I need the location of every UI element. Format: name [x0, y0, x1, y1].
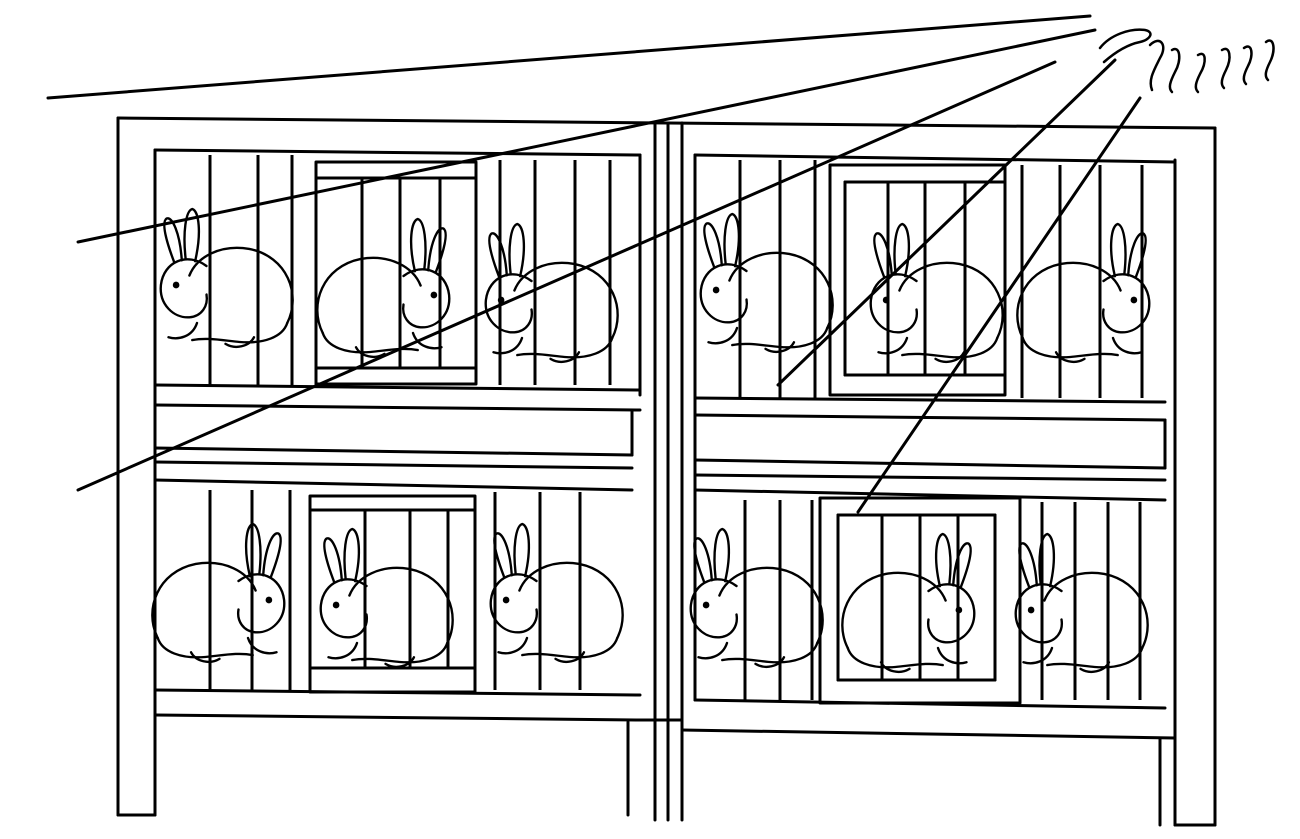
rabbit-8 [321, 529, 453, 667]
nozzle-curl [1098, 28, 1152, 64]
rabbit-6 [1016, 222, 1151, 364]
hutch-unit-right [666, 121, 1217, 827]
door-top-left [314, 160, 478, 386]
rabbit-5 [871, 224, 1003, 362]
pipe-mid-left [76, 60, 1057, 492]
door-top-right [828, 163, 1007, 397]
rabbit-11 [841, 532, 976, 674]
rabbits [151, 209, 1151, 674]
rabbit-10 [691, 529, 823, 667]
rabbit-12 [1016, 534, 1148, 672]
hutch-unit-left [116, 116, 670, 817]
rabbit-1 [161, 209, 293, 347]
pipe-upper-left [76, 28, 1097, 244]
right-unit-top-rail [666, 121, 1217, 130]
rabbit-9 [491, 524, 623, 662]
door-bottom-left [308, 494, 477, 694]
rabbit-7 [151, 522, 286, 664]
center-post [638, 121, 684, 822]
cage-bars-bottom-left [208, 490, 582, 694]
left-unit-top-rail [116, 116, 670, 125]
pipe-upper-right [776, 58, 1117, 387]
pipe-lower-right [856, 96, 1142, 514]
cage-bars-bottom-right [743, 496, 1142, 705]
spray-nozzle [1098, 28, 1275, 94]
rabbit-3 [486, 224, 618, 362]
water-pipes [46, 14, 1142, 514]
rabbit-4 [701, 214, 833, 352]
cage-bars-top-right [738, 160, 1144, 398]
cage-bars-top-left [208, 155, 612, 386]
pipe-top [46, 14, 1092, 100]
